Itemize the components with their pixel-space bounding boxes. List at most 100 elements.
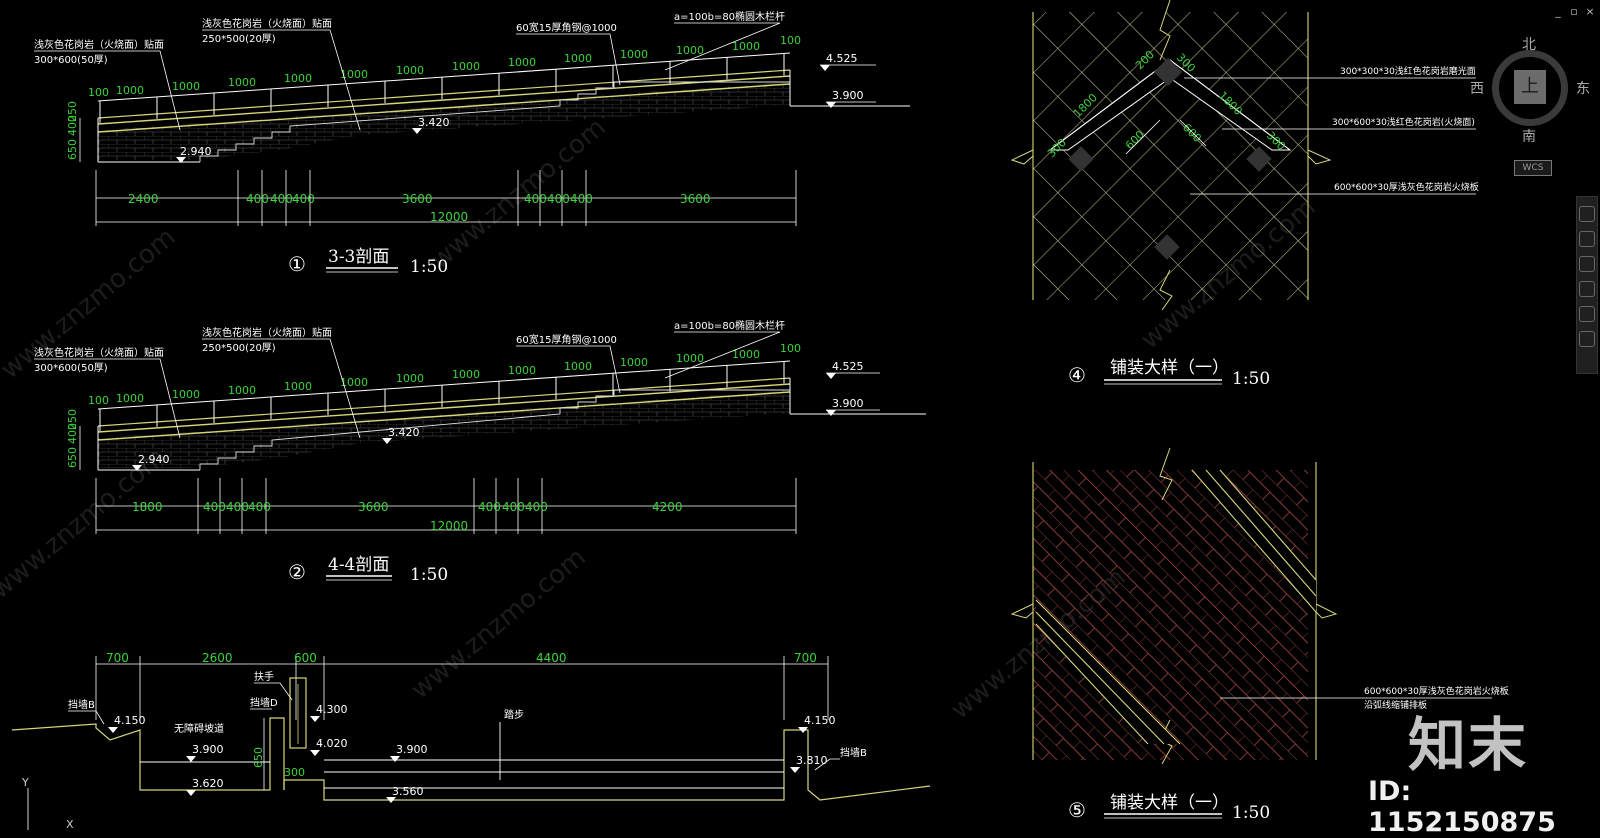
svg-text:3.560: 3.560	[392, 785, 424, 798]
svg-text:400: 400	[478, 500, 501, 514]
viewcube-west-label[interactable]: 西	[1470, 81, 1484, 97]
svg-text:扶手: 扶手	[254, 670, 274, 683]
svg-text:1000: 1000	[172, 388, 200, 401]
svg-text:300: 300	[284, 766, 305, 779]
svg-text:3.810: 3.810	[796, 754, 828, 767]
svg-text:1:50: 1:50	[1232, 369, 1270, 389]
zoom-icon[interactable]	[1579, 256, 1595, 272]
svg-text:铺装大样（一）: 铺装大样（一）	[1110, 358, 1229, 378]
svg-text:400: 400	[246, 192, 269, 206]
svg-text:a=100b=80椭圆木栏杆: a=100b=80椭圆木栏杆	[674, 10, 785, 23]
svg-text:Y: Y	[21, 776, 29, 789]
watermark-id: ID: 1152150875	[1368, 776, 1556, 838]
svg-text:300*300*30浅红色花岗岩磨光面: 300*300*30浅红色花岗岩磨光面	[1340, 65, 1476, 77]
svg-text:3.900: 3.900	[832, 89, 864, 102]
svg-text:100: 100	[88, 86, 109, 99]
svg-text:1000: 1000	[284, 380, 312, 393]
svg-text:400: 400	[66, 423, 79, 444]
ucs-icon: Y X	[21, 776, 74, 830]
showmotion-icon[interactable]	[1579, 306, 1595, 322]
svg-text:1000: 1000	[620, 356, 648, 369]
svg-text:2.940: 2.940	[138, 453, 170, 466]
svg-text:a=100b=80椭圆木栏杆: a=100b=80椭圆木栏杆	[674, 319, 785, 332]
svg-text:1000: 1000	[396, 64, 424, 77]
svg-text:浅灰色花岗岩（火烧面）贴面: 浅灰色花岗岩（火烧面）贴面	[34, 38, 164, 51]
svg-text:400: 400	[547, 192, 570, 206]
svg-text:700: 700	[106, 651, 129, 665]
svg-text:1000: 1000	[228, 384, 256, 397]
section-4-4: 100 1000 1000 1000 1000 1000 1000 1000 1…	[34, 319, 926, 585]
viewcube-compass-ring[interactable]	[1492, 50, 1568, 126]
svg-text:www.znzmo.com: www.znzmo.com	[0, 222, 182, 385]
svg-text:3.900: 3.900	[832, 397, 864, 410]
minimize-button[interactable]: _	[1555, 5, 1561, 18]
svg-text:1000: 1000	[732, 40, 760, 53]
svg-text:400: 400	[270, 192, 293, 206]
svg-text:60宽15厚角钢@1000: 60宽15厚角钢@1000	[516, 333, 617, 346]
svg-text:3600: 3600	[680, 192, 711, 206]
svg-text:400: 400	[570, 192, 593, 206]
navbar-menu-icon[interactable]	[1579, 331, 1595, 347]
svg-text:1:50: 1:50	[1232, 803, 1270, 823]
svg-text:300*600(50厚): 300*600(50厚)	[34, 54, 108, 66]
svg-text:4400: 4400	[536, 651, 567, 665]
svg-text:600*600*30厚浅灰色花岗岩火烧板: 600*600*30厚浅灰色花岗岩火烧板	[1334, 181, 1479, 193]
svg-text:400: 400	[292, 192, 315, 206]
svg-text:400: 400	[66, 115, 79, 136]
svg-text:400: 400	[203, 500, 226, 514]
svg-text:1000: 1000	[228, 76, 256, 89]
svg-text:1000: 1000	[452, 368, 480, 381]
orbit-icon[interactable]	[1579, 281, 1595, 297]
svg-text:4.150: 4.150	[114, 714, 146, 727]
svg-text:4.020: 4.020	[316, 737, 348, 750]
pan-icon[interactable]	[1579, 231, 1595, 247]
svg-text:1000: 1000	[116, 392, 144, 405]
svg-text:2600: 2600	[202, 651, 233, 665]
svg-text:3.900: 3.900	[192, 743, 224, 756]
svg-text:250: 250	[66, 101, 79, 122]
section-ramp-steps: 700 2600 600 4400 700 650 300 挡墙B 无障碍坡道 …	[11, 651, 931, 803]
restore-button[interactable]: ▫	[1570, 5, 1578, 18]
svg-text:⑤: ⑤	[1068, 798, 1086, 822]
svg-text:4200: 4200	[652, 500, 683, 514]
svg-text:300*600*30浅红色花岗岩(火烧面): 300*600*30浅红色花岗岩(火烧面)	[1332, 116, 1475, 128]
svg-text:250*500(20厚): 250*500(20厚)	[202, 342, 276, 354]
svg-text:1000: 1000	[564, 360, 592, 373]
svg-text:浅灰色花岗岩（火烧面）贴面: 浅灰色花岗岩（火烧面）贴面	[34, 346, 164, 359]
svg-text:1000: 1000	[564, 52, 592, 65]
detail-paving-5: 600*600*30厚浅灰色花岗岩火烧板 沿弧线缩铺排板 ⑤ 铺装大样（一） 1…	[1010, 447, 1509, 823]
watermark-logo: 知末	[1408, 711, 1529, 779]
svg-text:700: 700	[794, 651, 817, 665]
viewcube-east-label[interactable]: 东	[1576, 81, 1590, 97]
svg-text:挡墙B: 挡墙B	[68, 698, 95, 711]
viewcube-north-label[interactable]: 北	[1522, 37, 1536, 53]
detail-paving-4: 200 300 1800 1800 300 300 600 600 300*30…	[1010, 0, 1479, 389]
svg-text:3-3剖面: 3-3剖面	[328, 247, 389, 267]
svg-text:400: 400	[502, 500, 525, 514]
viewcube-face-top[interactable]: 上	[1514, 70, 1546, 104]
section-3-3: 100 1000 1000 1000 1000 1000 1000 1000 1…	[34, 10, 910, 277]
svg-text:300*600(50厚): 300*600(50厚)	[34, 362, 108, 374]
svg-text:铺装大样（一）: 铺装大样（一）	[1110, 793, 1229, 813]
svg-text:①: ①	[288, 252, 306, 276]
viewcube-south-label[interactable]: 南	[1522, 129, 1536, 145]
svg-text:1000: 1000	[676, 352, 704, 365]
svg-text:3.900: 3.900	[396, 743, 428, 756]
navigation-bar[interactable]	[1576, 196, 1598, 374]
svg-text:12000: 12000	[430, 519, 468, 533]
svg-text:100: 100	[88, 394, 109, 407]
wcs-menu[interactable]: WCS	[1514, 160, 1552, 176]
svg-text:挡墙B: 挡墙B	[840, 746, 867, 759]
svg-text:4.300: 4.300	[316, 703, 348, 716]
svg-text:1000: 1000	[452, 60, 480, 73]
viewcube[interactable]: 上 北 南 西 东	[1470, 36, 1590, 146]
svg-text:3.420: 3.420	[388, 426, 420, 439]
svg-text:100: 100	[780, 342, 801, 355]
steering-wheel-icon[interactable]	[1579, 206, 1595, 222]
svg-text:12000: 12000	[430, 210, 468, 224]
svg-text:650: 650	[66, 139, 79, 160]
svg-text:3.420: 3.420	[418, 116, 450, 129]
svg-text:挡墙D: 挡墙D	[250, 696, 278, 709]
svg-text:3.620: 3.620	[192, 777, 224, 790]
close-button[interactable]: ×	[1585, 5, 1595, 18]
